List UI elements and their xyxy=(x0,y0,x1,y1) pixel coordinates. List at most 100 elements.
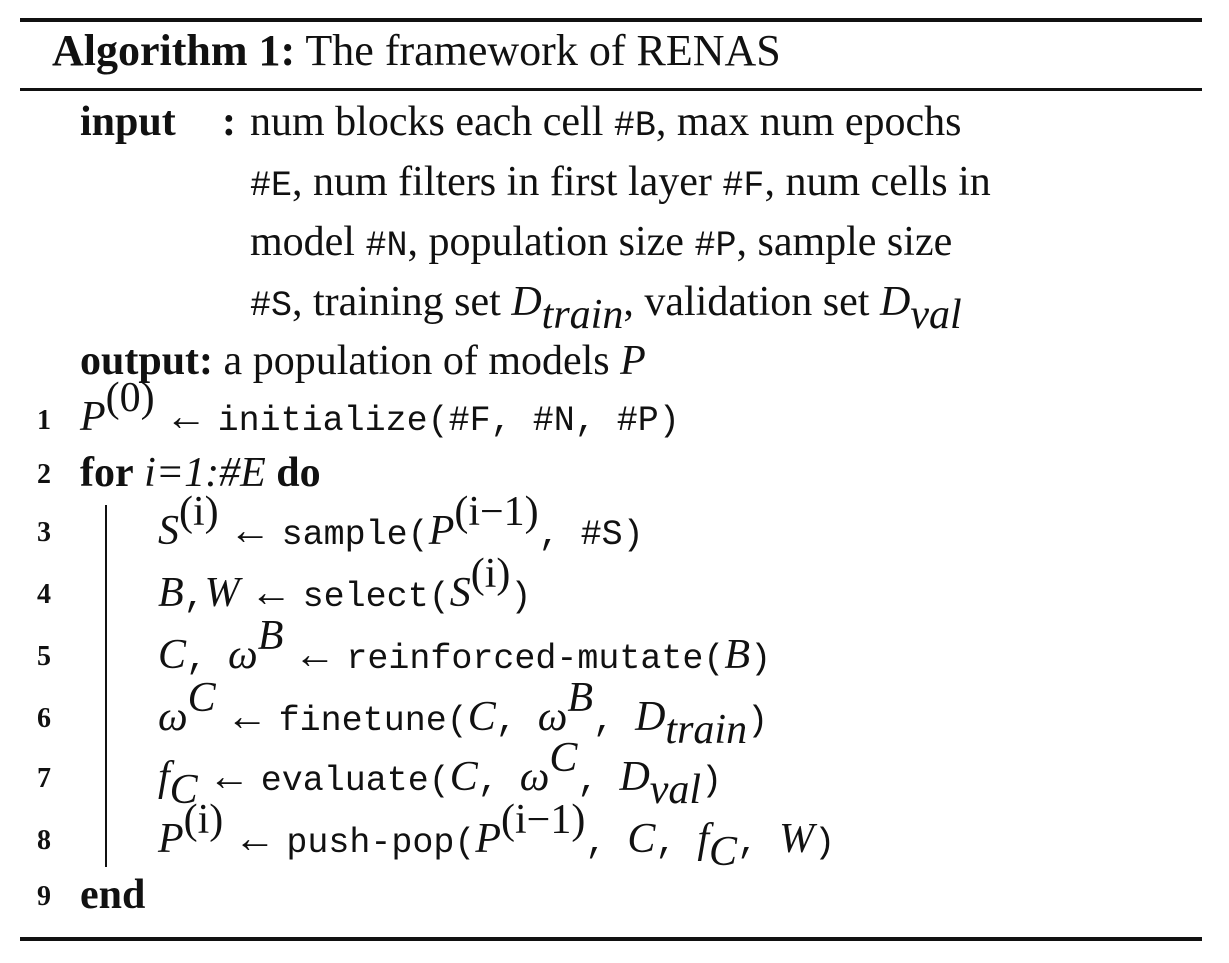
comma: , xyxy=(183,577,205,617)
subscript: C xyxy=(169,767,198,814)
population-var: P xyxy=(80,394,106,440)
assign-arrow: ← xyxy=(293,632,336,678)
best-var: B xyxy=(158,570,184,616)
assign-arrow: ← xyxy=(233,816,276,862)
child-var: C xyxy=(449,754,478,800)
param-S: #S xyxy=(250,286,293,326)
input-text: model xyxy=(250,219,366,265)
superscript: (i) xyxy=(470,551,511,597)
input-text: , max num epochs xyxy=(655,99,962,145)
code-line-2: for i=1:#E do xyxy=(80,449,321,497)
bottom-rule xyxy=(20,937,1202,941)
child-var: C xyxy=(467,694,496,740)
close-paren: ) xyxy=(814,823,836,863)
line-number: 4 xyxy=(37,579,51,610)
assign-arrow: ← xyxy=(250,570,293,616)
input-text: , validation set xyxy=(623,279,880,325)
line-number: 8 xyxy=(37,825,51,856)
superscript: B xyxy=(257,613,284,659)
code-line-8: P(i) ← push-pop(P(i−1), C, fC, W) xyxy=(158,799,836,873)
best-var: B xyxy=(724,632,751,678)
param-N: #N xyxy=(365,226,408,266)
child-var: C xyxy=(627,816,656,862)
superscript: C xyxy=(187,675,216,721)
evaluate-call: evaluate( xyxy=(260,761,450,801)
select-call: select( xyxy=(302,577,450,617)
train-subscript: train xyxy=(541,292,624,339)
param-B: #B xyxy=(613,106,656,146)
output-line: output: a population of models P xyxy=(80,337,646,385)
superscript: B xyxy=(567,675,594,721)
superscript: C xyxy=(549,735,578,781)
line-number: 7 xyxy=(37,763,51,794)
code-line-6: ωC ← finetune(C, ωB, Dtrain) xyxy=(158,677,769,751)
close-paren: ) xyxy=(747,701,769,741)
worst-var: W xyxy=(779,816,815,862)
close-paren: ) xyxy=(750,639,772,679)
output-var: P xyxy=(620,338,646,384)
val-set-var: D xyxy=(879,279,911,325)
subscript: train xyxy=(665,707,748,754)
input-text: , population size xyxy=(407,219,695,265)
child-var: C xyxy=(158,632,187,678)
do-keyword: do xyxy=(276,450,321,496)
code-line-5: C, ωB ← reinforced-mutate(B) xyxy=(158,615,772,683)
comma: , xyxy=(655,823,698,863)
param-F: #F xyxy=(722,166,765,206)
fitness-var: f xyxy=(158,754,170,800)
input-line-1: num blocks each cell #B, max num epochs xyxy=(250,98,962,150)
output-text: a population of models xyxy=(223,338,621,384)
fitness-var: f xyxy=(697,816,710,862)
input-keyword: input xyxy=(80,99,176,145)
weights-var: ω xyxy=(519,754,550,800)
comma: , xyxy=(477,761,520,801)
input-text: , sample size xyxy=(736,219,953,265)
assign-arrow: ← xyxy=(229,508,272,554)
code-line-7: fC ← evaluate(C, ωC, Dval) xyxy=(158,737,723,811)
finetune-call: finetune( xyxy=(278,701,468,741)
for-keyword: for xyxy=(80,450,134,496)
comma: , xyxy=(495,701,538,741)
train-set-var: D xyxy=(511,279,542,325)
weights-var: ω xyxy=(537,694,568,740)
val-subscript: val xyxy=(910,292,962,339)
close-paren: ) xyxy=(701,761,723,801)
superscript: (i−1) xyxy=(501,797,586,843)
line-number: 1 xyxy=(37,405,51,436)
population-var: P xyxy=(475,816,501,862)
input-text: num blocks each cell xyxy=(250,99,614,145)
weights-var: ω xyxy=(158,694,188,740)
assign-arrow: ← xyxy=(208,754,251,800)
comma: , xyxy=(737,823,780,863)
population-var: P xyxy=(428,508,455,554)
superscript: (i) xyxy=(179,489,219,535)
input-line-4: #S, training set Dtrain, validation set … xyxy=(250,278,962,336)
superscript: (i) xyxy=(183,797,224,843)
push-pop-call: push-pop( xyxy=(286,823,476,863)
worst-var: W xyxy=(204,570,240,616)
subscript: val xyxy=(649,767,702,814)
algorithm-title: The framework of RENAS xyxy=(305,26,781,75)
assign-arrow: ← xyxy=(226,694,269,740)
subscript: C xyxy=(709,829,738,876)
superscript: (i−1) xyxy=(454,489,539,535)
loop-body-bar xyxy=(105,505,107,867)
title-rule xyxy=(20,88,1202,91)
code-line-4: B,W ← select(S(i)) xyxy=(158,553,531,621)
line-number: 3 xyxy=(37,517,51,548)
input-text: , training set xyxy=(292,279,512,325)
weights-var: ω xyxy=(228,632,258,678)
initialize-call: initialize(#F, #N, #P) xyxy=(217,401,680,441)
param-P: #P xyxy=(694,226,737,266)
input-text: , num cells in xyxy=(764,159,991,205)
line-number: 2 xyxy=(37,459,51,490)
train-set-var: D xyxy=(635,694,666,740)
output-keyword: output: xyxy=(80,338,214,384)
line-number: 5 xyxy=(37,641,51,672)
loop-range: i=1:#E xyxy=(144,450,266,496)
comma: , xyxy=(577,761,620,801)
algorithm-caption: Algorithm 1: The framework of RENAS xyxy=(52,26,781,76)
assign-arrow: ← xyxy=(165,394,208,440)
param-E: #E xyxy=(250,166,293,206)
input-text: , num filters in first layer xyxy=(292,159,723,205)
